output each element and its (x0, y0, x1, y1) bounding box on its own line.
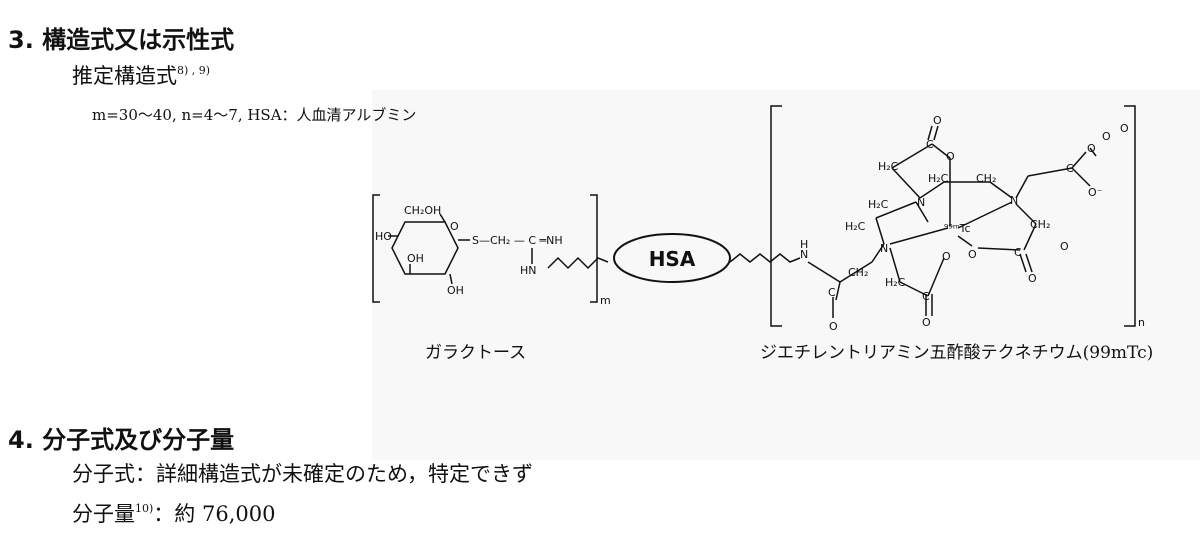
carbon-label-5: C (828, 286, 836, 299)
h2c-label-b: H₂C (868, 198, 889, 211)
oh-label-1: OH (407, 252, 424, 265)
ring-oxygen-label: O (450, 220, 459, 233)
subheading-text: 推定構造式 (72, 64, 177, 88)
ch2oh-label: CH₂OH (404, 204, 441, 217)
oxygen-label-5: O (968, 248, 977, 261)
structure-figure-background (372, 90, 1200, 460)
dtpa-tc-caption-text: ジエチレントリアミン五酢酸テクネチウム (760, 343, 1083, 363)
oxygen-label-9: O (1102, 130, 1111, 143)
oxygen-label-7: O (922, 316, 931, 329)
galactose-caption: ガラクトース (425, 343, 527, 363)
ho-label: HO (375, 230, 392, 243)
oxygen-label-3: O (1087, 142, 1096, 155)
amide-ch2-label: CH₂ (848, 266, 868, 279)
oxygen-label-10: O (1120, 122, 1129, 135)
oh-label-2: OH (447, 284, 464, 297)
oxygen-label-1: O (933, 114, 942, 127)
nitrogen-2-label: N (917, 196, 925, 209)
amide-n-label: N (800, 248, 808, 261)
amide-o-label: O (829, 320, 838, 333)
carbon-label-3: C (1014, 246, 1022, 259)
h2c-label-d: H₂C (928, 172, 949, 185)
molecular-formula-line: 分子式：詳細構造式が未確定のため，特定できず (72, 462, 533, 486)
technetium-label: ⁹⁹ᵐTc (944, 222, 971, 235)
section-4-heading: 4. 分子式及び分子量 (8, 426, 235, 454)
oxide-anion-label: O⁻ (1088, 186, 1103, 199)
h2c-label-a: H₂C (845, 220, 866, 233)
h2c-label-e: H₂C (885, 276, 906, 289)
subheading-refs: 8) , 9) (177, 64, 211, 77)
hn-label: HN (520, 264, 537, 277)
mw-label: 分子量 (72, 502, 135, 526)
subscript-m: m (600, 294, 611, 307)
nitrogen-3-label: N (1010, 194, 1018, 207)
molecular-weight-line: 分子量10)：約 76,000 (72, 498, 275, 528)
thioether-chain-label: S—CH₂ — C ═NH (472, 234, 563, 247)
h2c-label-c: H₂C (878, 160, 899, 173)
mw-ref: 10) (135, 502, 154, 515)
hsa-label: HSA (649, 247, 696, 271)
structure-subheading: 推定構造式8) , 9) (72, 60, 210, 90)
subscript-n: n (1138, 316, 1145, 329)
oxygen-label-8: O (1060, 240, 1069, 253)
carbon-label-1: C (926, 138, 934, 151)
mw-value: ：約 76,000 (153, 502, 276, 526)
ch2-label-c: CH₂ (1030, 218, 1050, 231)
carbon-label-4: C (922, 290, 930, 303)
ch2-label-b: CH₂ (976, 172, 996, 185)
dtpa-tc-caption: ジエチレントリアミン五酢酸テクネチウム(99mTc) (760, 338, 1153, 363)
section-3-heading: 3. 構造式又は示性式 (8, 26, 235, 54)
structure-legend-note: m=30～40, n=4～7, HSA：人血清アルブミン (92, 106, 417, 124)
oxygen-label-2: O (946, 150, 955, 163)
amide-h-label: H (800, 238, 808, 251)
oxygen-label-6: O (942, 250, 951, 263)
dtpa-tc-isotope: (99mTc) (1082, 343, 1154, 363)
nitrogen-1-label: N (880, 242, 888, 255)
oxygen-label-4: O (1028, 272, 1037, 285)
carbon-label-2: C (1066, 162, 1074, 175)
